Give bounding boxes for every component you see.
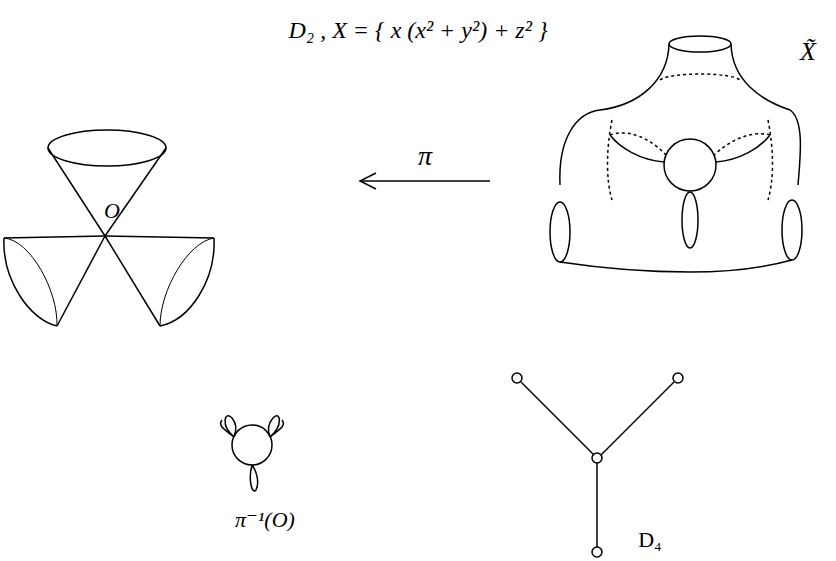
equation-title: D₂ , X = { x (x² + y²) + z² }	[289, 17, 548, 43]
dynkin-label: D₄	[638, 528, 662, 552]
map-arrow	[360, 173, 490, 189]
point-label: O	[104, 199, 120, 223]
exceptional-curves	[221, 416, 284, 491]
resolved-surface	[550, 36, 802, 272]
surface-label: X̃	[800, 38, 816, 67]
map-symbol: π	[418, 141, 432, 172]
fibre-label: π⁻¹(O)	[235, 508, 295, 532]
cone-surface	[4, 130, 214, 326]
dynkin-diagram	[512, 373, 683, 557]
